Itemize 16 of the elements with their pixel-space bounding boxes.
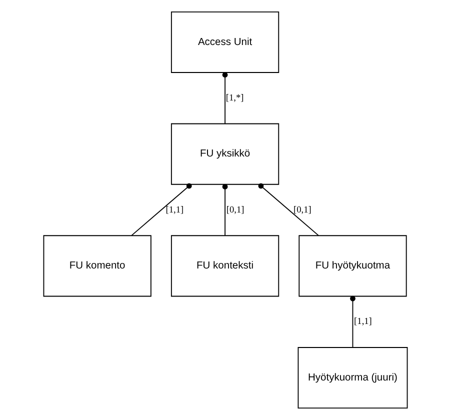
edge-label: [1,*] bbox=[225, 93, 244, 104]
node-box: Access Unit bbox=[170, 11, 279, 73]
node-box: Hyötykuorma (juuri) bbox=[297, 347, 408, 409]
edge-label: [1,1] bbox=[354, 317, 372, 328]
connector bbox=[222, 72, 228, 124]
node-box: FU yksikkö bbox=[170, 123, 279, 185]
node-box: FU konteksti bbox=[170, 235, 279, 297]
edge-label: [0,1] bbox=[292, 205, 311, 216]
edge-label: [1,1] bbox=[165, 205, 184, 216]
node-box: FU komento bbox=[42, 235, 151, 297]
edge-label: [0,1] bbox=[226, 205, 244, 216]
node-box: FU hyötykuotma bbox=[298, 235, 406, 297]
connector bbox=[350, 296, 355, 348]
connector bbox=[222, 184, 228, 236]
connector bbox=[258, 183, 318, 236]
connector bbox=[130, 183, 192, 236]
